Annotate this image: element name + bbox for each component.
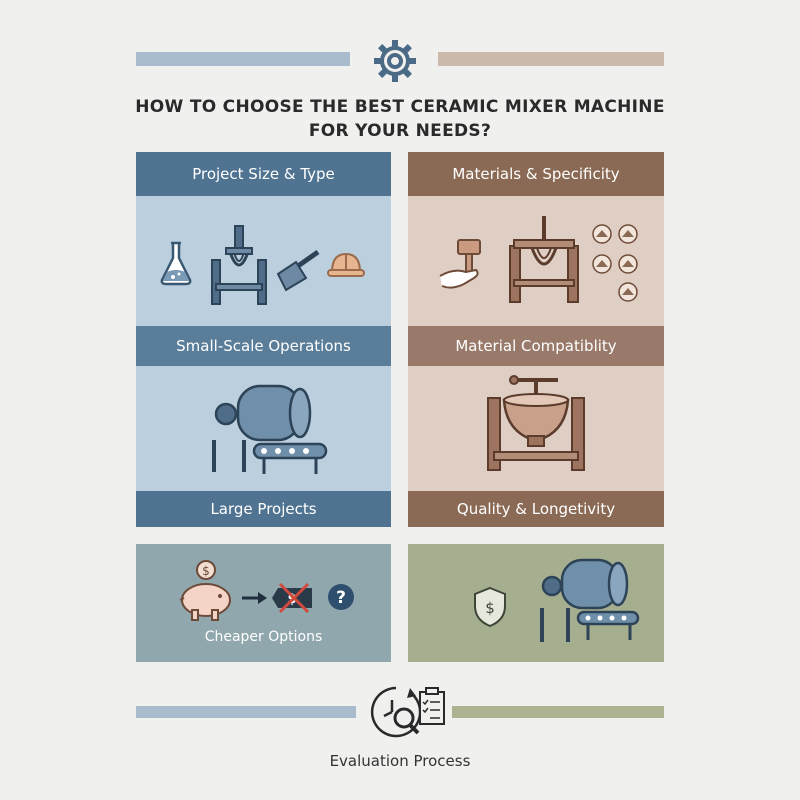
drum-mixer-icon bbox=[204, 380, 330, 478]
top-left-bar bbox=[136, 52, 350, 66]
quality-panel: $ bbox=[408, 544, 664, 662]
piggy-bank-icon: $ bbox=[176, 558, 238, 622]
top-right-bar bbox=[438, 52, 664, 66]
hardhat-icon bbox=[326, 248, 366, 280]
materials-panel: Materials & Specificity bbox=[408, 152, 664, 527]
mixer-icon bbox=[206, 222, 272, 308]
bottom-right-bar bbox=[452, 706, 664, 718]
trowel-icon bbox=[274, 248, 324, 292]
project-size-header: Project Size & Type bbox=[136, 152, 391, 196]
arrow-icon bbox=[240, 590, 268, 606]
drum-mixer-icon-small bbox=[534, 556, 642, 654]
small-scale-header: Small-Scale Operations bbox=[136, 326, 391, 366]
quality-longevity-header: Quality & Longetivity bbox=[408, 491, 664, 527]
material-compatibility-header: Material Compatiblity bbox=[408, 326, 664, 366]
flask-icon bbox=[158, 240, 194, 286]
bowl-mixer-icon bbox=[484, 372, 588, 474]
hand-hammer-icon bbox=[436, 236, 492, 296]
materials-header: Materials & Specificity bbox=[408, 152, 664, 196]
svg-text:$: $ bbox=[485, 599, 495, 617]
bottom-left-bar bbox=[136, 706, 356, 718]
cheaper-options-label: Cheaper Options bbox=[204, 629, 323, 645]
cheaper-options-panel: $ $ ? Cheaper Options bbox=[136, 544, 391, 662]
mixer-icon-brown bbox=[504, 214, 584, 306]
evaluation-icon bbox=[366, 682, 448, 742]
evaluation-process-label: Evaluation Process bbox=[329, 752, 471, 770]
page-title-line2: FOR YOUR NEEDS? bbox=[308, 121, 492, 141]
large-projects-header: Large Projects bbox=[136, 491, 391, 527]
page-title-line1: HOW TO CHOOSE THE BEST CERAMIC MIXER MAC… bbox=[135, 97, 665, 117]
shield-dollar-icon: $ bbox=[472, 586, 508, 628]
svg-text:$: $ bbox=[202, 564, 210, 578]
crossed-price-tag-icon: $ bbox=[270, 580, 316, 614]
project-size-panel: Project Size & Type bbox=[136, 152, 391, 527]
gear-icon bbox=[370, 36, 420, 86]
material-badges-icon bbox=[590, 224, 642, 304]
svg-text:?: ? bbox=[336, 588, 346, 608]
question-icon: ? bbox=[326, 582, 356, 612]
